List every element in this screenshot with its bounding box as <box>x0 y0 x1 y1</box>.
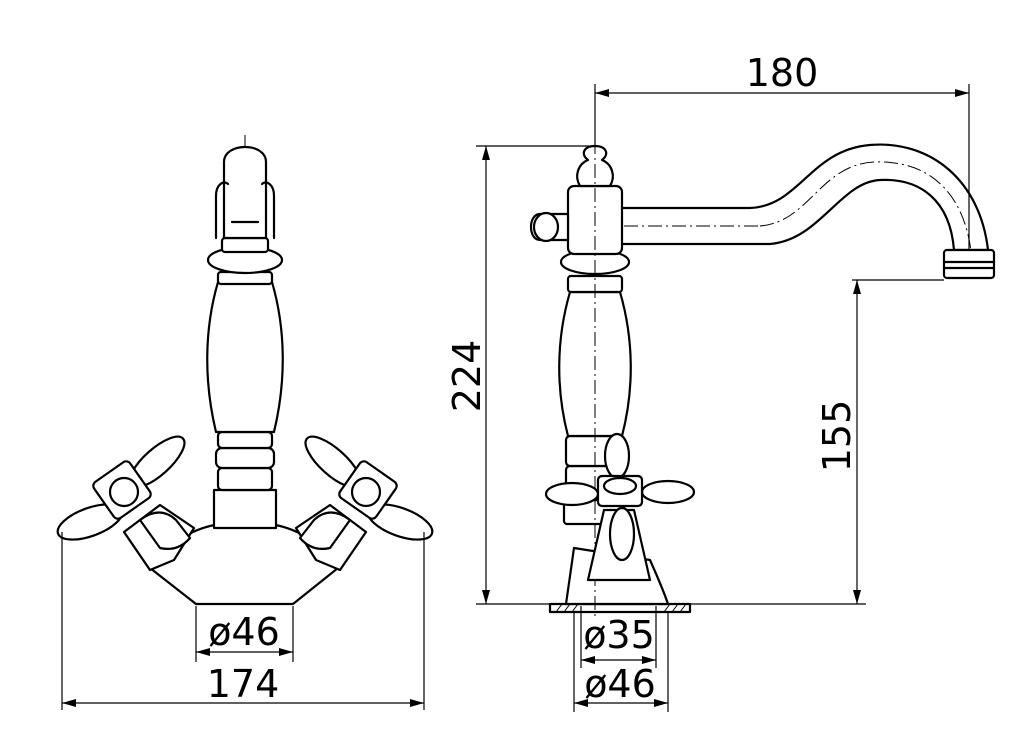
side-spout-outlet <box>942 248 996 280</box>
front-base-diameter-label: ø46 <box>208 610 280 654</box>
side-hole-diameter-label: ø35 <box>583 613 655 657</box>
front-collar <box>212 488 278 530</box>
front-width-label: 174 <box>207 662 280 706</box>
front-left-handle <box>56 435 196 572</box>
side-reach-label: 180 <box>746 51 819 95</box>
dim-front-width: 174 <box>61 532 425 710</box>
dim-side-base-diameter: ø46 <box>573 612 669 712</box>
side-spout <box>618 143 990 252</box>
dim-side-height: 224 <box>445 145 592 605</box>
front-body <box>206 280 284 434</box>
dim-side-reach: 180 <box>594 51 970 250</box>
side-view <box>529 140 996 620</box>
side-cross-handle <box>544 432 696 582</box>
side-height-label: 224 <box>445 340 489 413</box>
dim-front-base-diameter: ø46 <box>195 606 294 662</box>
front-right-handle <box>294 435 434 572</box>
front-spout <box>222 145 268 240</box>
front-view <box>56 135 434 606</box>
side-spout-height-label: 155 <box>815 400 859 473</box>
dim-side-spout-height: 155 <box>690 279 944 605</box>
side-base-diameter-label: ø46 <box>584 662 656 706</box>
dim-side-hole-diameter: ø35 <box>580 606 657 668</box>
